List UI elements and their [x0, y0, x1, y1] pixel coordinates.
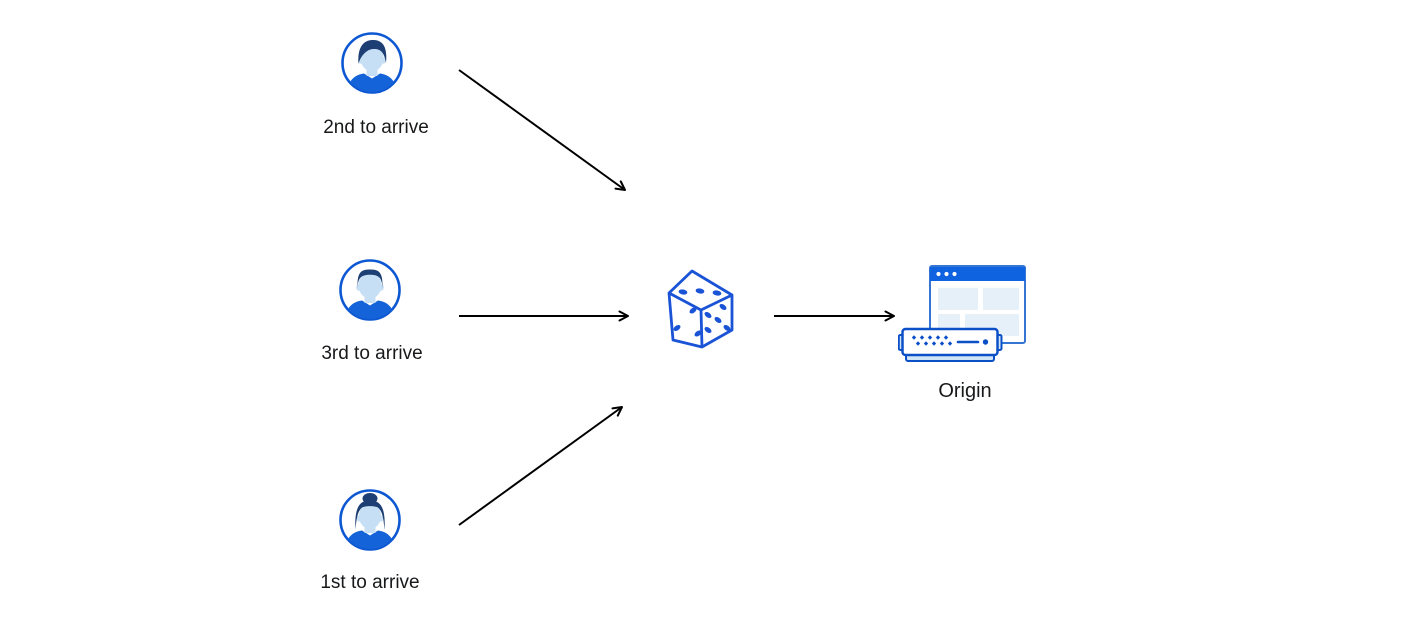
server-vents [911, 335, 953, 346]
arrow-client-top-to-dice [458, 69, 626, 191]
user-male-avatar-icon [339, 259, 401, 321]
client-top-label: 2nd to arrive [323, 117, 429, 138]
user-female-avatar-icon [339, 489, 401, 551]
window-titlebar [930, 267, 1025, 281]
arrow-client-bottom-to-dice [458, 406, 623, 526]
user-male-avatar-icon [341, 32, 403, 94]
dice-icon [667, 269, 734, 349]
client-bottom-label: 1st to arrive [320, 572, 420, 593]
dice-pips [673, 288, 731, 337]
client-middle-label: 3rd to arrive [321, 343, 423, 364]
origin-server-icon [898, 265, 1026, 362]
server-unit [898, 327, 1003, 362]
origin-label: Origin [938, 380, 992, 402]
server-led [982, 339, 989, 345]
